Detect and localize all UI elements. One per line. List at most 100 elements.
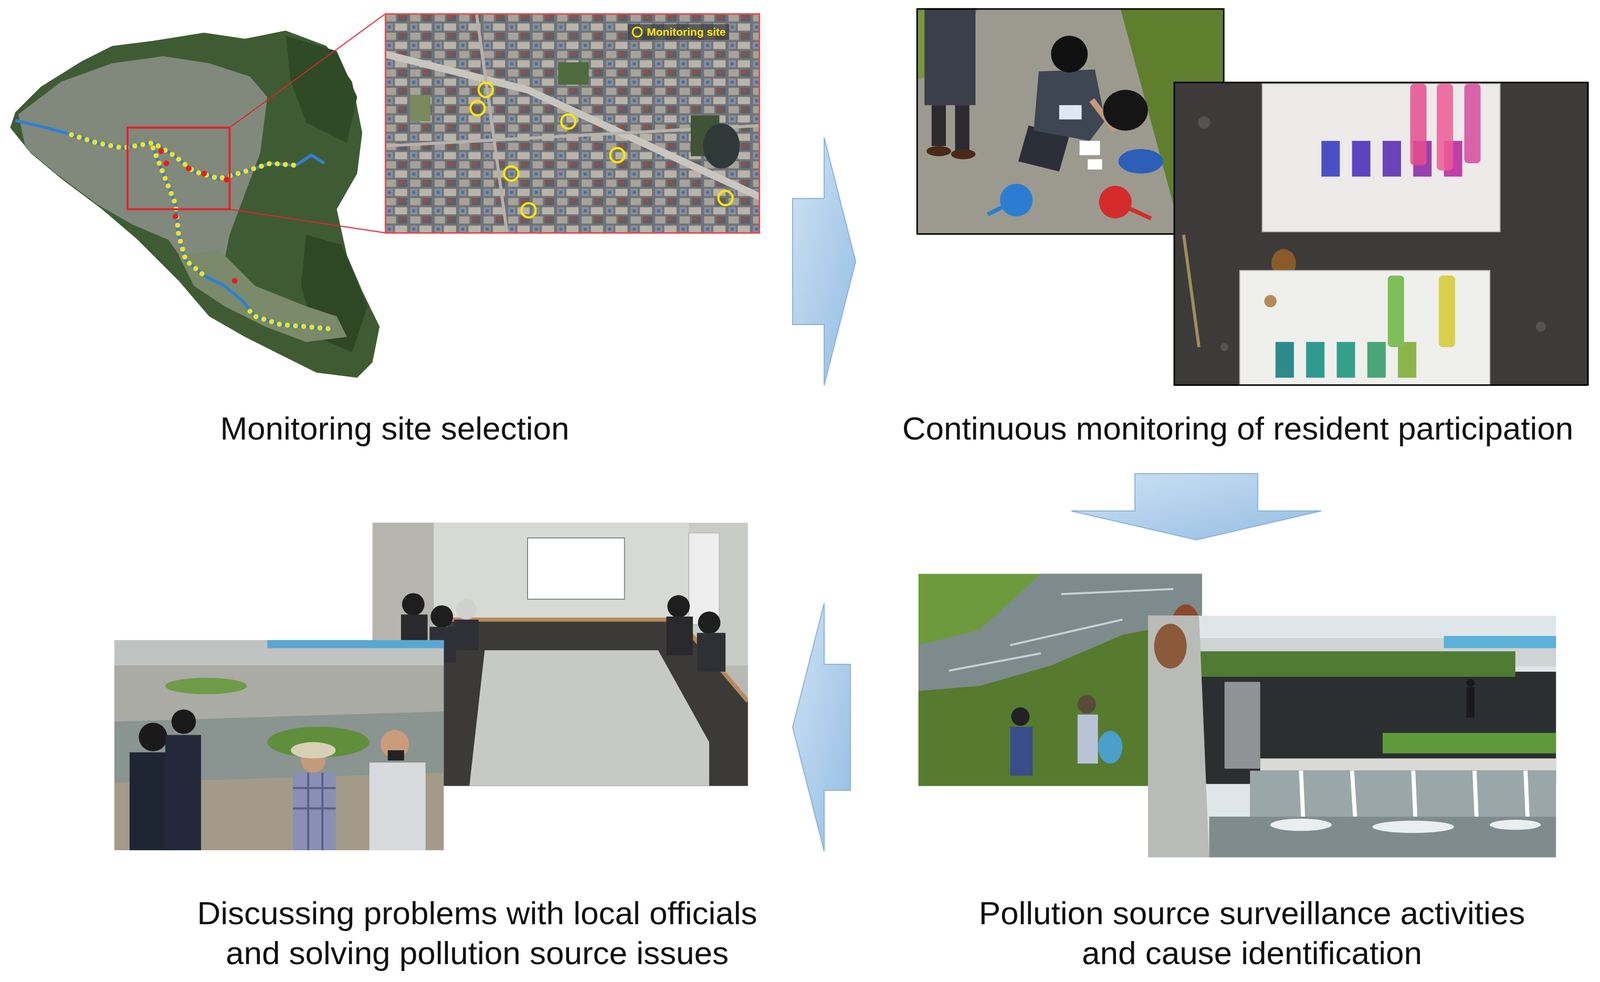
field-test-photo-circle — [1000, 183, 1033, 217]
field-test-photo-rect — [931, 104, 946, 146]
step-panel: Continuous monitoring of resident partic… — [876, 5, 1596, 462]
bridge-weir-photo-rect — [1224, 681, 1261, 769]
site-visit-photo-circle — [138, 722, 167, 751]
watershed-map-circle — [185, 165, 192, 172]
test-kit-photo — [1173, 81, 1589, 386]
block-arrow — [792, 137, 856, 386]
test-kit-photo-rect — [1275, 341, 1294, 378]
watershed-map-rect — [127, 127, 230, 210]
map-inset-circle — [478, 82, 493, 97]
watershed-map-path — [296, 154, 325, 165]
field-test-photo-rect — [1059, 104, 1082, 120]
test-kit-photo-rect — [1438, 275, 1456, 347]
map-inset-circle — [718, 191, 733, 206]
meeting-room-photo-circle — [698, 611, 721, 634]
field-test-photo-circle — [1050, 35, 1088, 73]
field-test-photo-rect — [1079, 140, 1101, 155]
meeting-room-photo-circle — [456, 598, 477, 620]
map-inset-circle — [521, 203, 536, 218]
test-kit-photo-rect — [1397, 341, 1417, 378]
field-test-photo-ellipse — [926, 145, 952, 156]
site-visit-photo-rect — [387, 750, 405, 761]
bridge-weir-photo-ellipse — [1489, 819, 1541, 830]
site-visit-photo-rect — [267, 639, 444, 649]
test-kit-photo-rect — [1367, 341, 1386, 378]
test-kit-photo-rect — [1306, 341, 1325, 378]
step-caption: Discussing problems with local officials… — [185, 892, 769, 973]
watershed-map-polygon — [285, 35, 357, 143]
test-kit-photo-rect — [1464, 83, 1481, 164]
test-kit-photo-rect — [1352, 140, 1371, 177]
bridge-weir-photo-rect — [1444, 635, 1557, 648]
map-inset-circle — [561, 114, 576, 129]
bridge-weir-photo-circle — [1466, 678, 1475, 688]
meeting-room-photo-rect — [527, 537, 625, 599]
meeting-room-photo-polygon — [469, 649, 710, 786]
field-test-photo-circle — [1099, 185, 1132, 219]
step-caption: Continuous monitoring of resident partic… — [902, 408, 1574, 449]
test-kit-photo-rect — [1321, 140, 1340, 177]
bridge-weir-photo-rect — [1382, 732, 1556, 754]
watershed-map-circle — [232, 277, 238, 284]
map-inset-circle — [470, 100, 485, 115]
test-kit-photo-circle — [1535, 321, 1546, 332]
bridge-weir-photo-rect — [1188, 671, 1557, 784]
meeting-room-photo-circle — [430, 605, 454, 628]
step-panel: Pollution source surveillance activities… — [871, 551, 1596, 978]
watershed-map — [9, 14, 385, 378]
bridge-weir-photo-rect — [1148, 615, 1557, 858]
bridge-weir-photo-ellipse — [1372, 820, 1455, 833]
bridge-weir-photo-rect — [1260, 758, 1557, 771]
bridge-weir-photo-polygon — [1148, 615, 1210, 858]
watershed-map-circle — [158, 148, 165, 154]
meeting-room-photo-rect — [697, 632, 726, 672]
map-inset-rect — [385, 14, 760, 234]
field-test-photo-ellipse — [1118, 149, 1164, 174]
map-inset-rect — [384, 13, 761, 234]
bridge-weir-photo-rect — [1188, 650, 1516, 677]
watershed-map-polygon — [18, 56, 268, 286]
step-panel: Discussing problems with local officials… — [104, 519, 772, 978]
watershed-map-polygon — [178, 249, 347, 342]
stream-survey-photo-circle — [1011, 707, 1030, 726]
site-visit-photo-rect — [114, 639, 445, 666]
legend-label: Monitoring site — [646, 25, 726, 39]
watershed-map-line — [229, 14, 385, 128]
test-kit-photo-rect — [1173, 81, 1589, 386]
field-test-photo-rect — [1087, 159, 1102, 170]
map-inset-path — [384, 54, 761, 197]
watershed-map-path — [153, 148, 332, 329]
map-inset-circle — [609, 148, 625, 163]
site-visit-photo-rect — [292, 772, 336, 851]
test-kit-photo-rect — [1174, 82, 1588, 385]
block-arrow — [1071, 473, 1322, 540]
bridge-weir-photo — [1148, 615, 1557, 858]
field-test-photo-ellipse — [951, 149, 976, 160]
bridge-weir-photo-rect — [1466, 686, 1475, 718]
bridge-weir-photo-path — [1300, 770, 1528, 817]
map-inset — [384, 13, 761, 234]
watershed-map-polygon — [9, 30, 380, 378]
bridge-weir-photo-ellipse — [1270, 818, 1332, 831]
map-legend: Monitoring site — [627, 24, 730, 40]
field-test-photo-rect — [924, 8, 976, 106]
site-circle — [632, 27, 642, 37]
map-inset-rect — [409, 95, 431, 122]
test-kit-photo-rect — [1336, 341, 1355, 378]
site-visit-photo-ellipse — [290, 741, 336, 759]
meeting-room-photo-circle — [667, 594, 690, 618]
site-visit-photo-rect — [165, 734, 202, 851]
test-kit-photo-rect — [1382, 140, 1402, 177]
watershed-map-path — [153, 148, 205, 276]
watershed-map-circle — [201, 170, 207, 177]
test-kit-photo-circle — [1264, 295, 1277, 308]
watershed-map-circle — [172, 213, 179, 220]
map-inset-circle — [503, 166, 519, 181]
meeting-room-photo-rect — [666, 616, 693, 656]
field-test-photo-rect — [954, 104, 970, 151]
site-visit-photo — [114, 639, 445, 850]
test-kit-photo-rect — [1436, 83, 1454, 171]
